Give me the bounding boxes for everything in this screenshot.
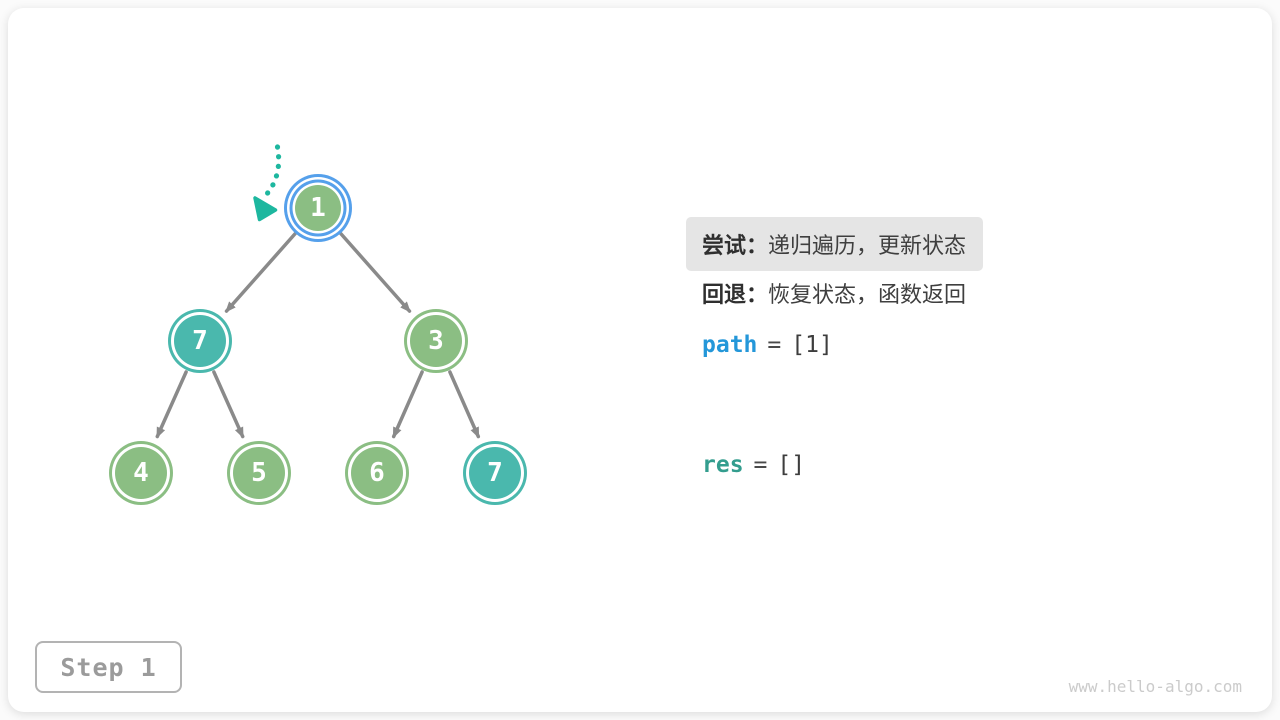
res-value: [] <box>777 452 806 478</box>
path-value: [1] <box>791 332 833 358</box>
tree-node-value: 1 <box>310 193 326 223</box>
watermark: www.hello-algo.com <box>1068 677 1242 696</box>
tree-node-value: 5 <box>251 458 267 488</box>
tree-edge <box>338 231 412 313</box>
step-badge-label: Step 1 <box>60 652 157 682</box>
tree-node-root: 1 <box>295 185 341 231</box>
tree-node: 7 <box>174 315 226 367</box>
pointer-dotted-path <box>263 144 282 198</box>
tree-edge <box>212 370 245 439</box>
tree-node-value: 3 <box>428 326 444 356</box>
res-var-name: res <box>702 452 744 478</box>
tree-edge <box>448 370 481 439</box>
try-note-label: 尝试： <box>702 233 769 258</box>
backtrack-note-label: 回退： <box>702 282 769 307</box>
step-badge: Step 1 <box>35 641 182 693</box>
tree-node-value: 4 <box>133 458 149 488</box>
tree-node-value: 6 <box>369 458 385 488</box>
canvas-card <box>8 8 1272 712</box>
tree-edge <box>155 370 188 439</box>
res-variable-line: res = [] <box>702 452 805 478</box>
tree-edge <box>224 231 298 313</box>
tree-node: 3 <box>410 315 462 367</box>
tree-node-value: 7 <box>192 326 208 356</box>
try-note: 尝试：递归遍历，更新状态 <box>686 217 984 271</box>
tree-node: 5 <box>233 447 285 499</box>
backtrack-note: 回退：恢复状态，函数返回 <box>702 277 966 309</box>
backtrack-note-text: 恢复状态，函数返回 <box>768 282 967 307</box>
tree-node: 7 <box>469 447 521 499</box>
tree-node: 6 <box>351 447 403 499</box>
path-var-name: path <box>702 332 758 358</box>
equals-sign: = <box>767 332 782 358</box>
equals-sign: = <box>753 452 768 478</box>
tree-node-value: 7 <box>487 458 503 488</box>
tree-node: 4 <box>115 447 167 499</box>
path-variable-line: path = [1] <box>702 332 833 358</box>
pointer-arrowhead-icon <box>253 196 278 222</box>
tree-edge <box>391 370 424 439</box>
try-note-text: 递归遍历，更新状态 <box>768 233 967 258</box>
